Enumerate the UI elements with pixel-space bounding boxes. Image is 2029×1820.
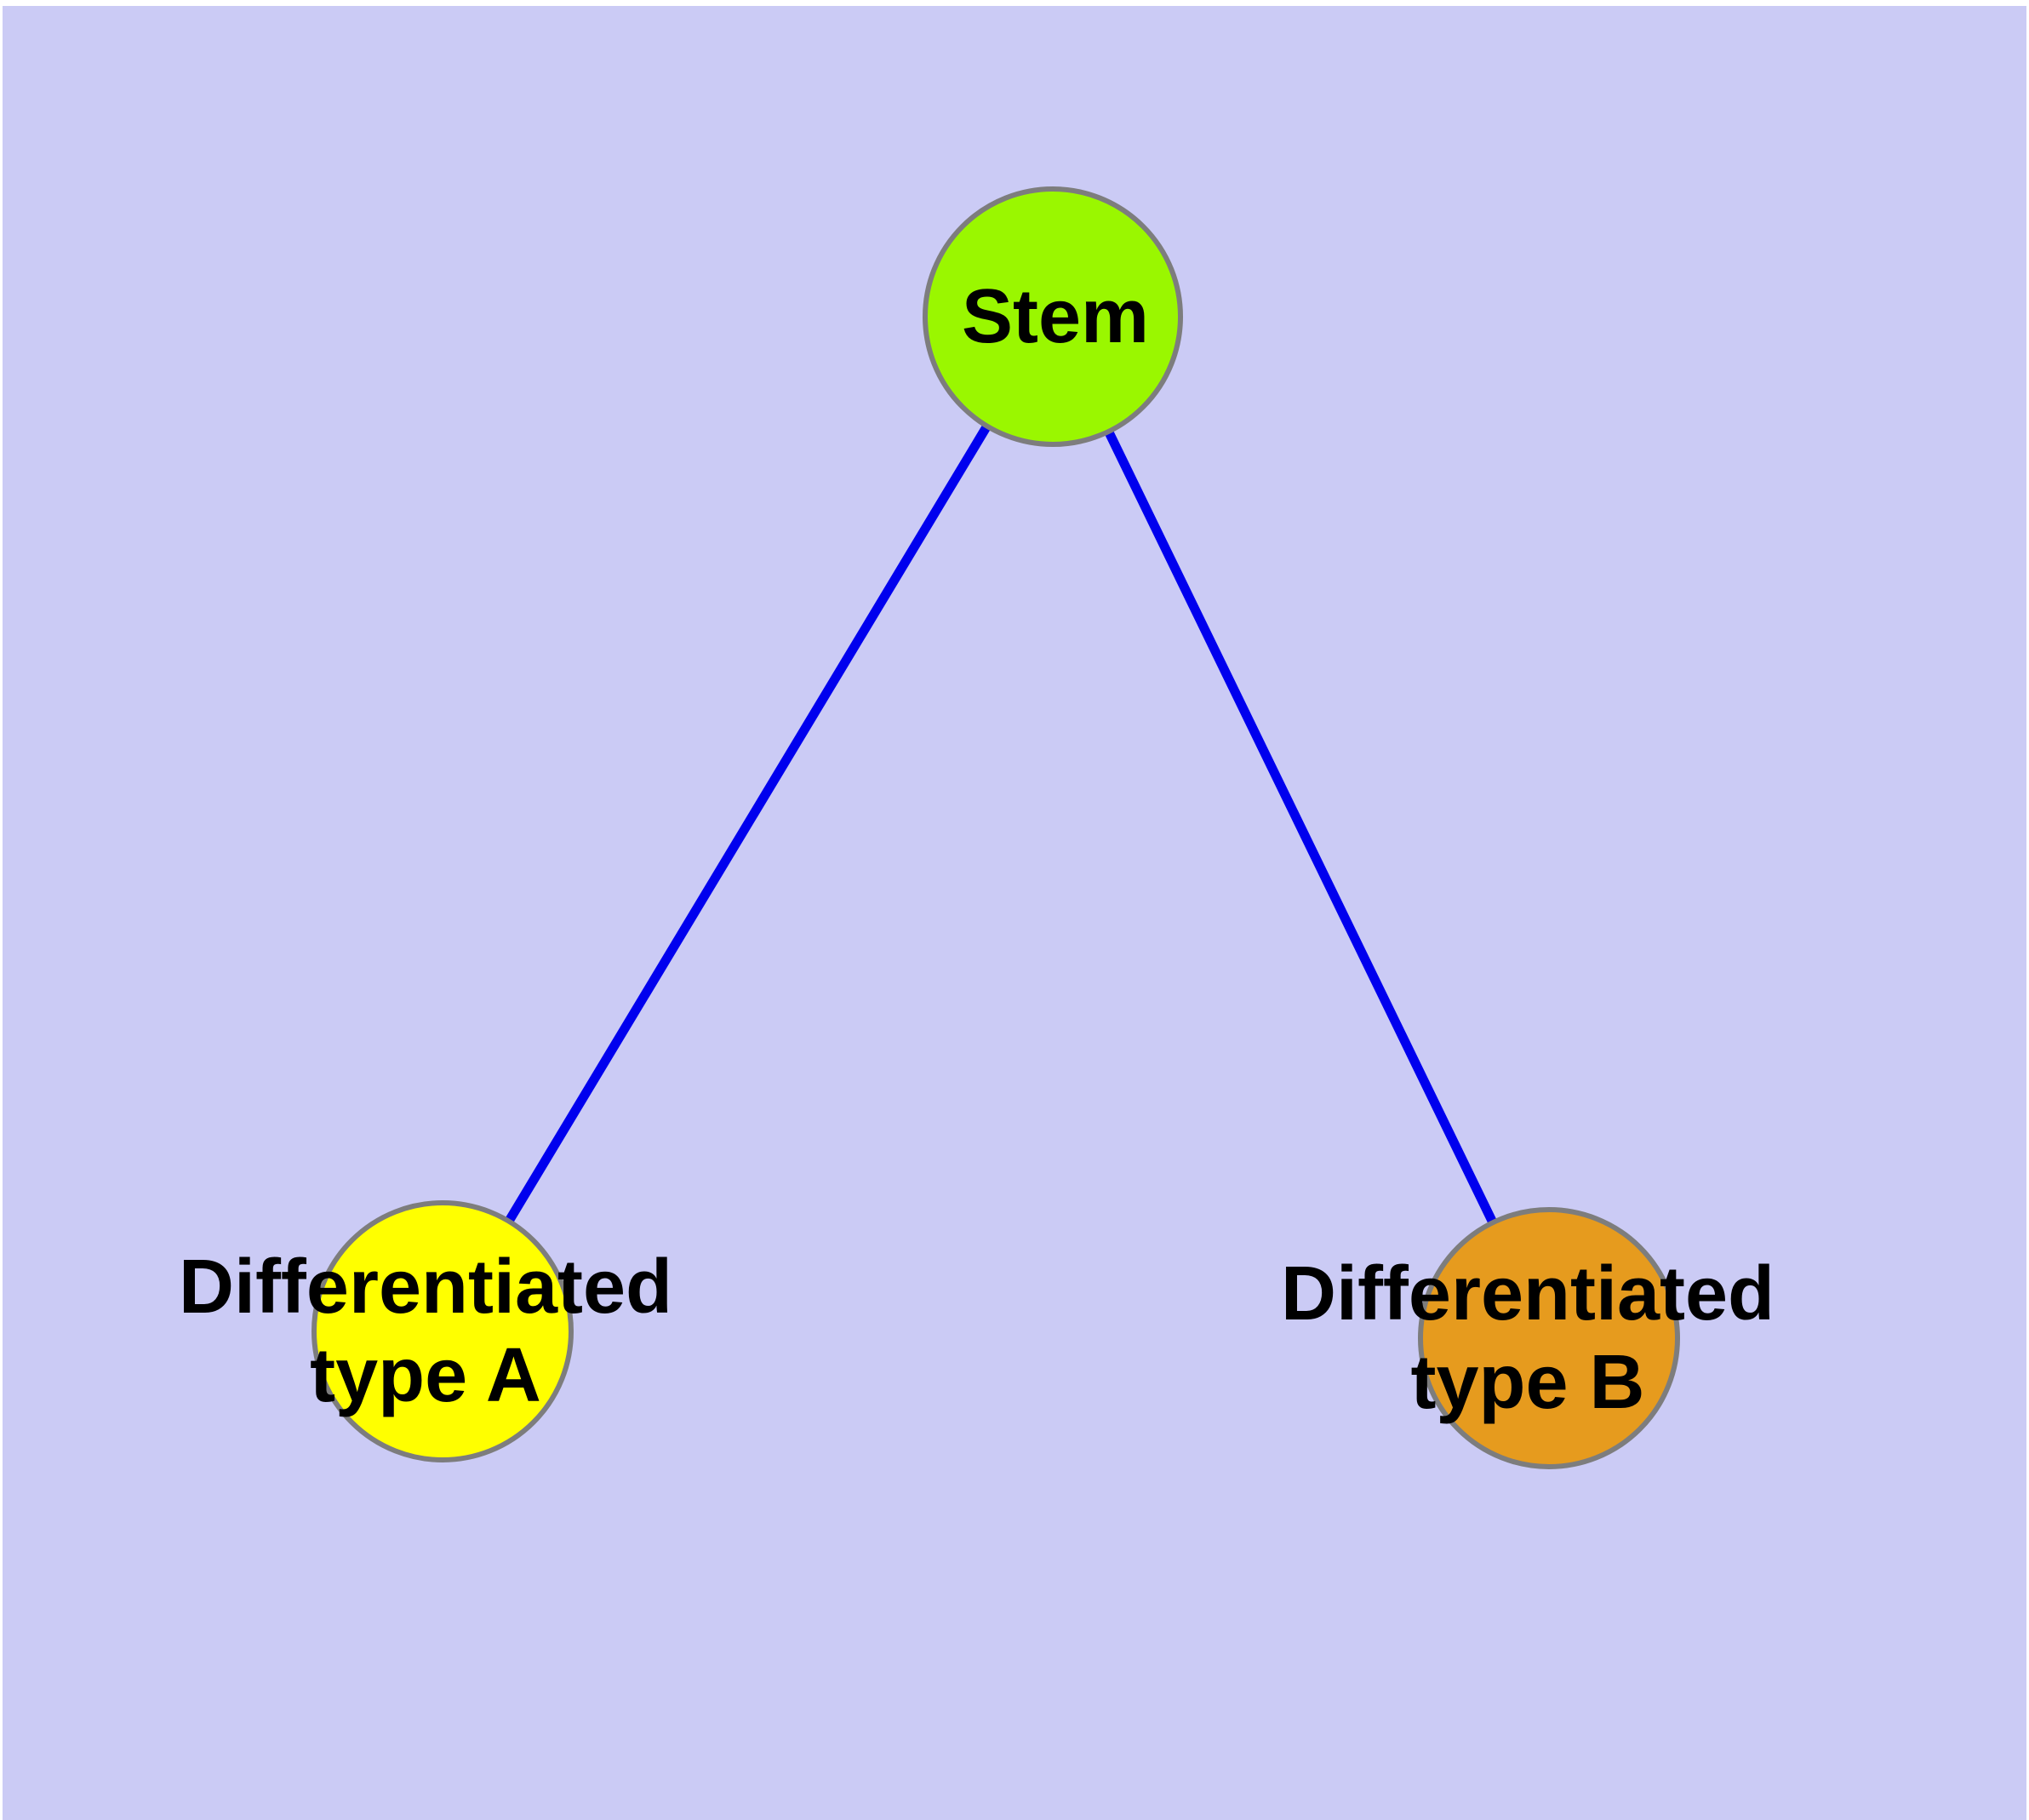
node-differentiated-type-a[interactable] [311, 1200, 574, 1462]
node-differentiated-type-b[interactable] [1418, 1207, 1680, 1469]
edge-stem-to-type-b [1048, 312, 1554, 1343]
edge-stem-to-type-a [437, 312, 1058, 1336]
node-stem[interactable] [923, 186, 1183, 447]
